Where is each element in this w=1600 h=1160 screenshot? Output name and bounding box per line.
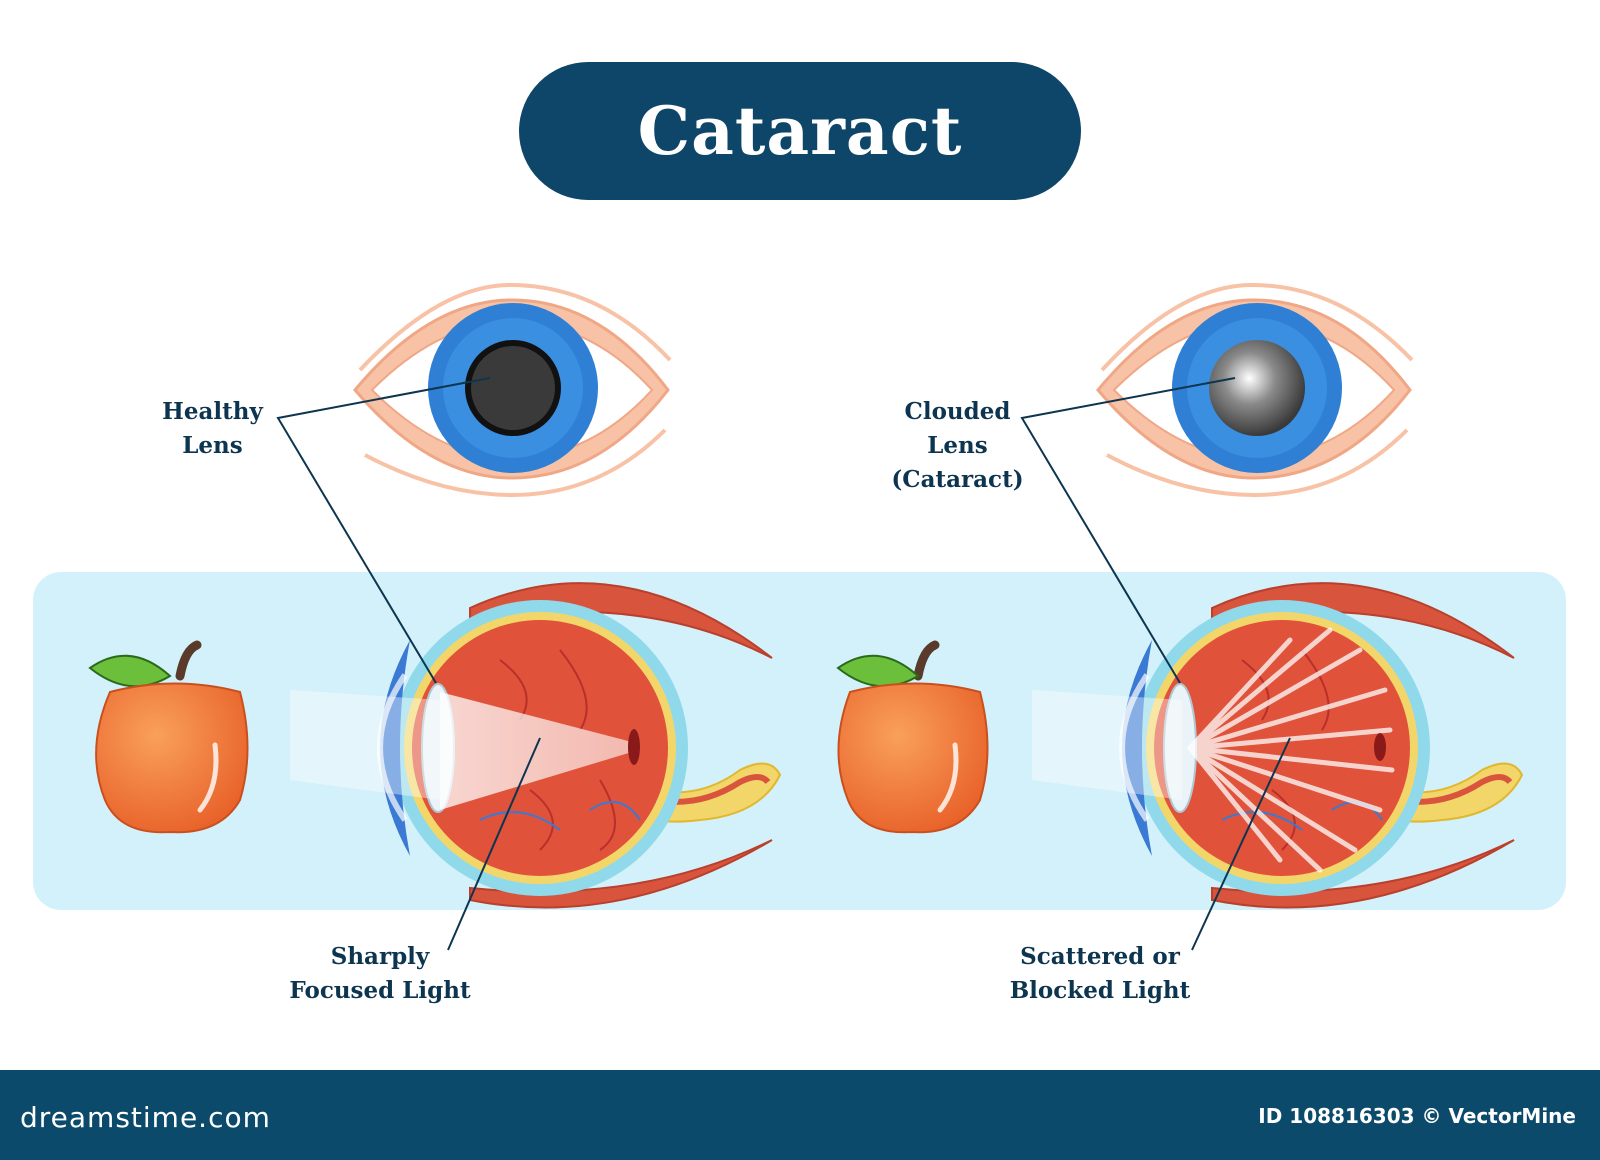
leader-healthy-lens (276, 377, 491, 684)
title-banner (519, 62, 1081, 200)
footer-bar (0, 1070, 1600, 1160)
leader-scattered-light (1191, 737, 1291, 951)
label-focused-light: Sharply Focused Light (289, 943, 471, 1004)
eye-cross-section-healthy-icon (290, 582, 782, 909)
label-scattered-light: Scattered or Blocked Light (1009, 943, 1191, 1004)
label-clouded-lens: Clouded Lens (Cataract) (891, 398, 1024, 493)
eye-front-healthy-icon (353, 282, 672, 498)
leader-clouded-lens (1020, 377, 1236, 684)
eye-front-cataract-icon (1096, 282, 1414, 498)
apple-icon (88, 640, 249, 834)
eye-cross-section-cataract-icon (1032, 582, 1524, 909)
leader-focused-light (447, 737, 541, 951)
apple-icon (836, 640, 989, 834)
footer-credit: ID 108816303 © VectorMine (1258, 1104, 1576, 1128)
page-title: Cataract (637, 92, 963, 170)
footer-site-name: dreamstime.com (20, 1101, 271, 1134)
label-healthy-lens: Healthy Lens (162, 398, 263, 459)
leader-lines (276, 377, 1291, 951)
